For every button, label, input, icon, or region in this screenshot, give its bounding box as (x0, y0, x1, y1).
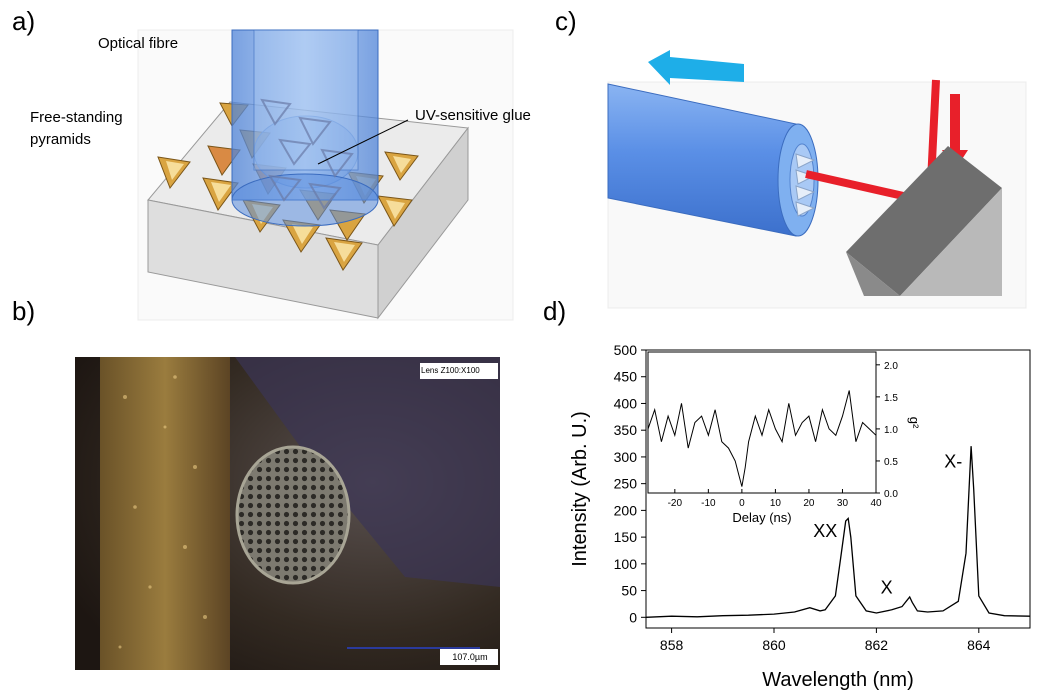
x-tick-label: 860 (762, 637, 786, 653)
tip-pyramids (795, 153, 816, 217)
scale-bar-label: 107.0µm (452, 652, 488, 662)
label-free-standing: Free-standing (30, 109, 123, 126)
inset-x-axis-label: Delay (ns) (732, 510, 791, 525)
plot-frame (645, 349, 1031, 629)
peak-label: X (881, 577, 893, 597)
panel-label-a: a) (12, 6, 36, 36)
peak-label: XX (813, 521, 837, 541)
label-optical-fibre: Optical fibre (98, 35, 179, 52)
y-tick-label: 400 (614, 395, 638, 411)
inset-x-tick-label: 40 (870, 498, 882, 509)
x-tick-label: 864 (967, 637, 991, 653)
optical-fibre-cylinder (231, 29, 379, 201)
y-tick-label: 450 (614, 369, 638, 385)
lens-info-text: Lens Z100:X100 (421, 366, 480, 375)
substrate-side-face (377, 126, 469, 320)
rough-rod (100, 357, 230, 670)
panel-label-d: d) (543, 296, 567, 326)
label-pyramids: pyramids (30, 131, 91, 148)
inset-x-tick-label: 0 (739, 498, 745, 509)
y-tick-label: 250 (614, 476, 638, 492)
inset-x-tick-label: 10 (770, 498, 782, 509)
panel-c-diagram (607, 50, 1027, 309)
inset-g2-line (647, 390, 877, 487)
inset-x-tick-label: 30 (837, 498, 849, 509)
inset-y-tick-label: 0.0 (884, 489, 898, 500)
prism-side (846, 252, 900, 296)
y-tick-label: 0 (629, 609, 637, 625)
x-tick-label: 862 (865, 637, 889, 653)
inset-x-tick-label: -10 (701, 498, 716, 509)
y-axis-label: Intensity (Arb. U.) (569, 411, 591, 567)
fibre-facet-with-pyramids (235, 445, 351, 585)
direction-arrow-icon (648, 50, 744, 85)
panel-a-diagram (137, 29, 514, 321)
fibre-shadow (235, 357, 500, 587)
panel-label-c: c) (555, 6, 577, 36)
y-tick-label: 50 (621, 583, 637, 599)
y-tick-label: 300 (614, 449, 638, 465)
label-uv-glue: UV-sensitive glue (415, 107, 531, 124)
microscope-photo (75, 357, 500, 670)
x-tick-label: 858 (660, 637, 684, 653)
inset-y-tick-label: 1.5 (884, 393, 898, 404)
spectrum-line (645, 446, 1031, 618)
inset-frame (647, 351, 877, 494)
panel-label-b: b) (12, 296, 36, 326)
y-tick-label: 100 (614, 556, 638, 572)
inset-x-tick-label: 20 (803, 498, 815, 509)
inset-y-tick-label: 0.5 (884, 457, 898, 468)
prism-top (846, 146, 1002, 296)
y-tick-label: 200 (614, 502, 638, 518)
inset-y-tick-label: 2.0 (884, 361, 898, 372)
y-tick-label: 150 (614, 529, 638, 545)
prism-front (900, 188, 1002, 296)
y-tick-label: 500 (614, 342, 638, 358)
peak-label: X- (944, 452, 962, 472)
inset-y-axis-label: g² (907, 417, 922, 429)
y-tick-label: 350 (614, 422, 638, 438)
inset-y-tick-label: 1.0 (884, 425, 898, 436)
x-axis-label: Wavelength (nm) (762, 669, 914, 691)
glue-leader-line (317, 119, 409, 165)
inset-x-tick-label: -20 (668, 498, 683, 509)
